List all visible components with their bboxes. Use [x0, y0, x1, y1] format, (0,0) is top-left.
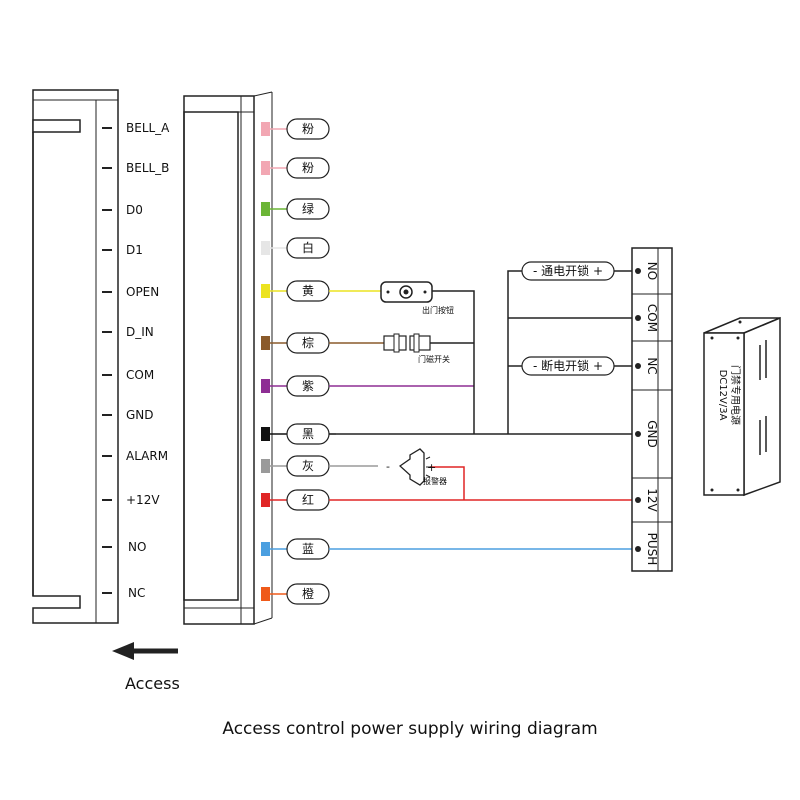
exit-button-label: 出门按钮: [422, 305, 454, 315]
wire-color-swatch: [261, 459, 270, 473]
wire-label: 粉: [302, 161, 314, 175]
lock-nc-label: - 断电开锁 +: [533, 358, 603, 373]
terminal-12v: 12V: [645, 488, 659, 512]
connector-block: [183, 91, 273, 625]
terminal-label: NO: [645, 262, 659, 280]
alarm-device: - + 报警器: [386, 448, 447, 486]
wire-label-box: [286, 118, 330, 140]
psu-name-label: 门禁专用电源: [729, 365, 742, 425]
wire-color-swatch: [261, 587, 270, 601]
wire-label-box: [286, 583, 330, 605]
terminal-nc: NC: [645, 357, 659, 374]
terminal-label: 12V: [645, 488, 659, 512]
lock-nc: - 断电开锁 +: [521, 356, 615, 376]
wire-label: 绿: [302, 201, 314, 216]
wire-color-swatch: [261, 379, 270, 393]
pin-label-open: OPEN: [126, 285, 159, 299]
wire-label: 橙: [302, 586, 314, 601]
lock-no-wire-left: [507, 270, 522, 434]
wire-label: 黄: [302, 284, 314, 298]
exit-button-device: 出门按钮: [380, 281, 454, 315]
pin-label-bellb: BELL_B: [126, 161, 169, 175]
exit-return-wire: [432, 290, 475, 434]
terminals: NO COM NC GND 12V PUSH: [632, 262, 672, 566]
lock-no-label: - 通电开锁 +: [533, 263, 603, 278]
pin-label-d1: D1: [126, 243, 143, 257]
terminal-screw: [635, 268, 641, 274]
wire-label-box: [286, 157, 330, 179]
power-supply-box: DC12V/3A 门禁专用电源: [703, 316, 781, 497]
wire-color-swatch: [261, 161, 270, 175]
psu-terminal-block: NO COM NC GND 12V PUSH: [631, 247, 673, 572]
alarm-icon: [398, 448, 425, 486]
pin-label-gnd: GND: [126, 408, 154, 422]
pin-label-din: D_IN: [126, 325, 154, 339]
alarm-label: 报警器: [423, 476, 447, 486]
pin-label-no: NO: [128, 540, 146, 554]
pin-label-12v: +12V: [126, 493, 160, 507]
wire-color-swatch: [261, 122, 270, 136]
pin-label-nc: NC: [128, 586, 145, 600]
terminal-screw: [635, 546, 641, 552]
wire-color-swatch: [261, 284, 270, 298]
wire-label: 灰: [302, 459, 314, 473]
wire-color-swatch: [261, 202, 270, 216]
wire-color-swatch: [261, 336, 270, 350]
wire-label-box: [286, 198, 330, 220]
door-sensor-device: 门磁开关: [383, 333, 450, 364]
pin-label-alarm: ALARM: [126, 449, 168, 463]
wire-color-swatch: [261, 241, 270, 255]
terminal-screw: [635, 431, 641, 437]
diagram-caption: Access control power supply wiring diagr…: [222, 719, 597, 739]
terminal-label: GND: [645, 420, 659, 448]
pin-label-bella: BELL_A: [126, 121, 170, 135]
terminal-screw: [635, 497, 641, 503]
wire-label: 粉: [302, 122, 314, 136]
door-sensor-label: 门磁开关: [418, 354, 450, 364]
alarm-plus: +: [427, 461, 436, 474]
terminal-label: COM: [645, 304, 659, 332]
access-arrow: Access: [112, 642, 180, 693]
wire-label: 紫: [302, 379, 314, 393]
terminal-label: NC: [645, 357, 659, 374]
pin-label-com: COM: [126, 368, 154, 382]
access-label: Access: [125, 674, 180, 693]
circuit-lines: [336, 270, 638, 550]
terminal-gnd: GND: [645, 420, 659, 448]
terminal-com: COM: [645, 304, 659, 332]
wire-label: 蓝: [302, 542, 314, 556]
terminal-screw: [635, 363, 641, 369]
wire-color-swatch: [261, 542, 270, 556]
wire-label: 黑: [302, 427, 314, 441]
terminal-push: PUSH: [645, 533, 659, 566]
wire-label: 白: [302, 240, 314, 255]
terminal-no: NO: [645, 262, 659, 280]
psu-model-label: DC12V/3A: [717, 370, 728, 421]
arrow-left-icon: [112, 642, 134, 660]
wire-label: 棕: [302, 335, 314, 350]
wire-label-box: [286, 237, 330, 259]
terminal-label: PUSH: [645, 533, 659, 566]
alarm-plus-wire: [430, 466, 465, 500]
alarm-minus: -: [386, 460, 390, 473]
lock-no: - 通电开锁 +: [521, 261, 615, 281]
pin-label-d0: D0: [126, 203, 143, 217]
wire-label: 红: [302, 492, 314, 507]
terminal-screw: [635, 315, 641, 321]
wire-color-swatch: [261, 427, 270, 441]
wire-color-swatch: [261, 493, 270, 507]
reader-panel: [32, 89, 119, 624]
